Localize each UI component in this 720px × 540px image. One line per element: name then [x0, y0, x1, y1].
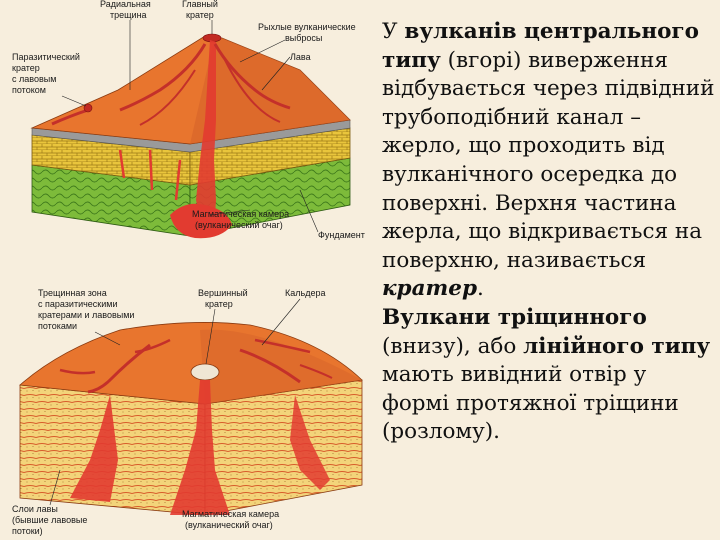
text-central-type: вулканів центрального типу: [382, 19, 699, 73]
label-summit-crater-1: Вершинный: [198, 288, 248, 298]
bottom-labels: Трещинная зона с паразитическими кратера…: [12, 288, 325, 536]
text-p2-a: (внизу), або: [382, 333, 524, 359]
text-linear-type: лінійного типу: [523, 333, 711, 359]
label-lava: Лава: [290, 52, 311, 62]
volcano-illustration: Радиальная трещина Главный кратер Рыхлые…: [12, 0, 365, 536]
label-lava-layers-2: (бывшие лавовые: [12, 515, 87, 525]
label-caldera: Кальдера: [285, 288, 325, 298]
description-text: У вулканів центрального типу (вгорі) вив…: [382, 18, 716, 447]
text-crater-term: кратер: [382, 276, 477, 302]
label-magma-chamber-2: (вулканический очаг): [195, 220, 283, 230]
label-ejecta-2: выбросы: [285, 33, 322, 43]
label-radial-fissure-1: Радиальная: [100, 0, 151, 9]
fissure-volcano-block: [19, 322, 363, 516]
top-labels: Радиальная трещина Главный кратер Рыхлые…: [12, 0, 365, 240]
label-lava-layers-1: Слои лавы: [12, 504, 58, 514]
label-summit-crater-2: кратер: [205, 299, 233, 309]
text-fissure-type: Вулкани тріщинного: [382, 304, 647, 330]
text-p1-b: (вгорі) виверження відбувається через пі…: [382, 47, 715, 273]
label-fissure-zone-4: потоками: [38, 321, 77, 331]
label-parasitic-2: кратер: [12, 63, 40, 73]
label-fissure-zone-3: кратерами и лавовыми: [38, 310, 134, 320]
label-parasitic-3: с лавовым: [12, 74, 56, 84]
label-fissure-zone-1: Трещинная зона: [38, 288, 107, 298]
label-fissure-zone-2: с паразитическими: [38, 299, 117, 309]
label-ejecta-1: Рыхлые вулканические: [258, 22, 356, 32]
label-lava-layers-3: потоки): [12, 526, 43, 536]
central-volcano-block: [30, 33, 351, 239]
volcano-diagram: Радиальная трещина Главный кратер Рыхлые…: [12, 0, 365, 536]
label-foundation: Фундамент: [318, 230, 365, 240]
label-parasitic-4: потоком: [12, 85, 46, 95]
text-p1-c: .: [476, 276, 484, 302]
label-main-crater-1: Главный: [182, 0, 218, 9]
label-magma-chamber-bottom-1: Магматическая камера: [182, 509, 279, 519]
label-magma-chamber-bottom-2: (вулканический очаг): [185, 520, 273, 530]
label-magma-chamber-1: Магматическая камера: [192, 209, 289, 219]
label-parasitic-1: Паразитический: [12, 52, 80, 62]
label-radial-fissure-2: трещина: [110, 10, 147, 20]
label-main-crater-2: кратер: [186, 10, 214, 20]
text-p2-b: мають вивідний отвір у формі протяжної т…: [382, 362, 679, 445]
text-p1-a: У: [382, 19, 405, 44]
